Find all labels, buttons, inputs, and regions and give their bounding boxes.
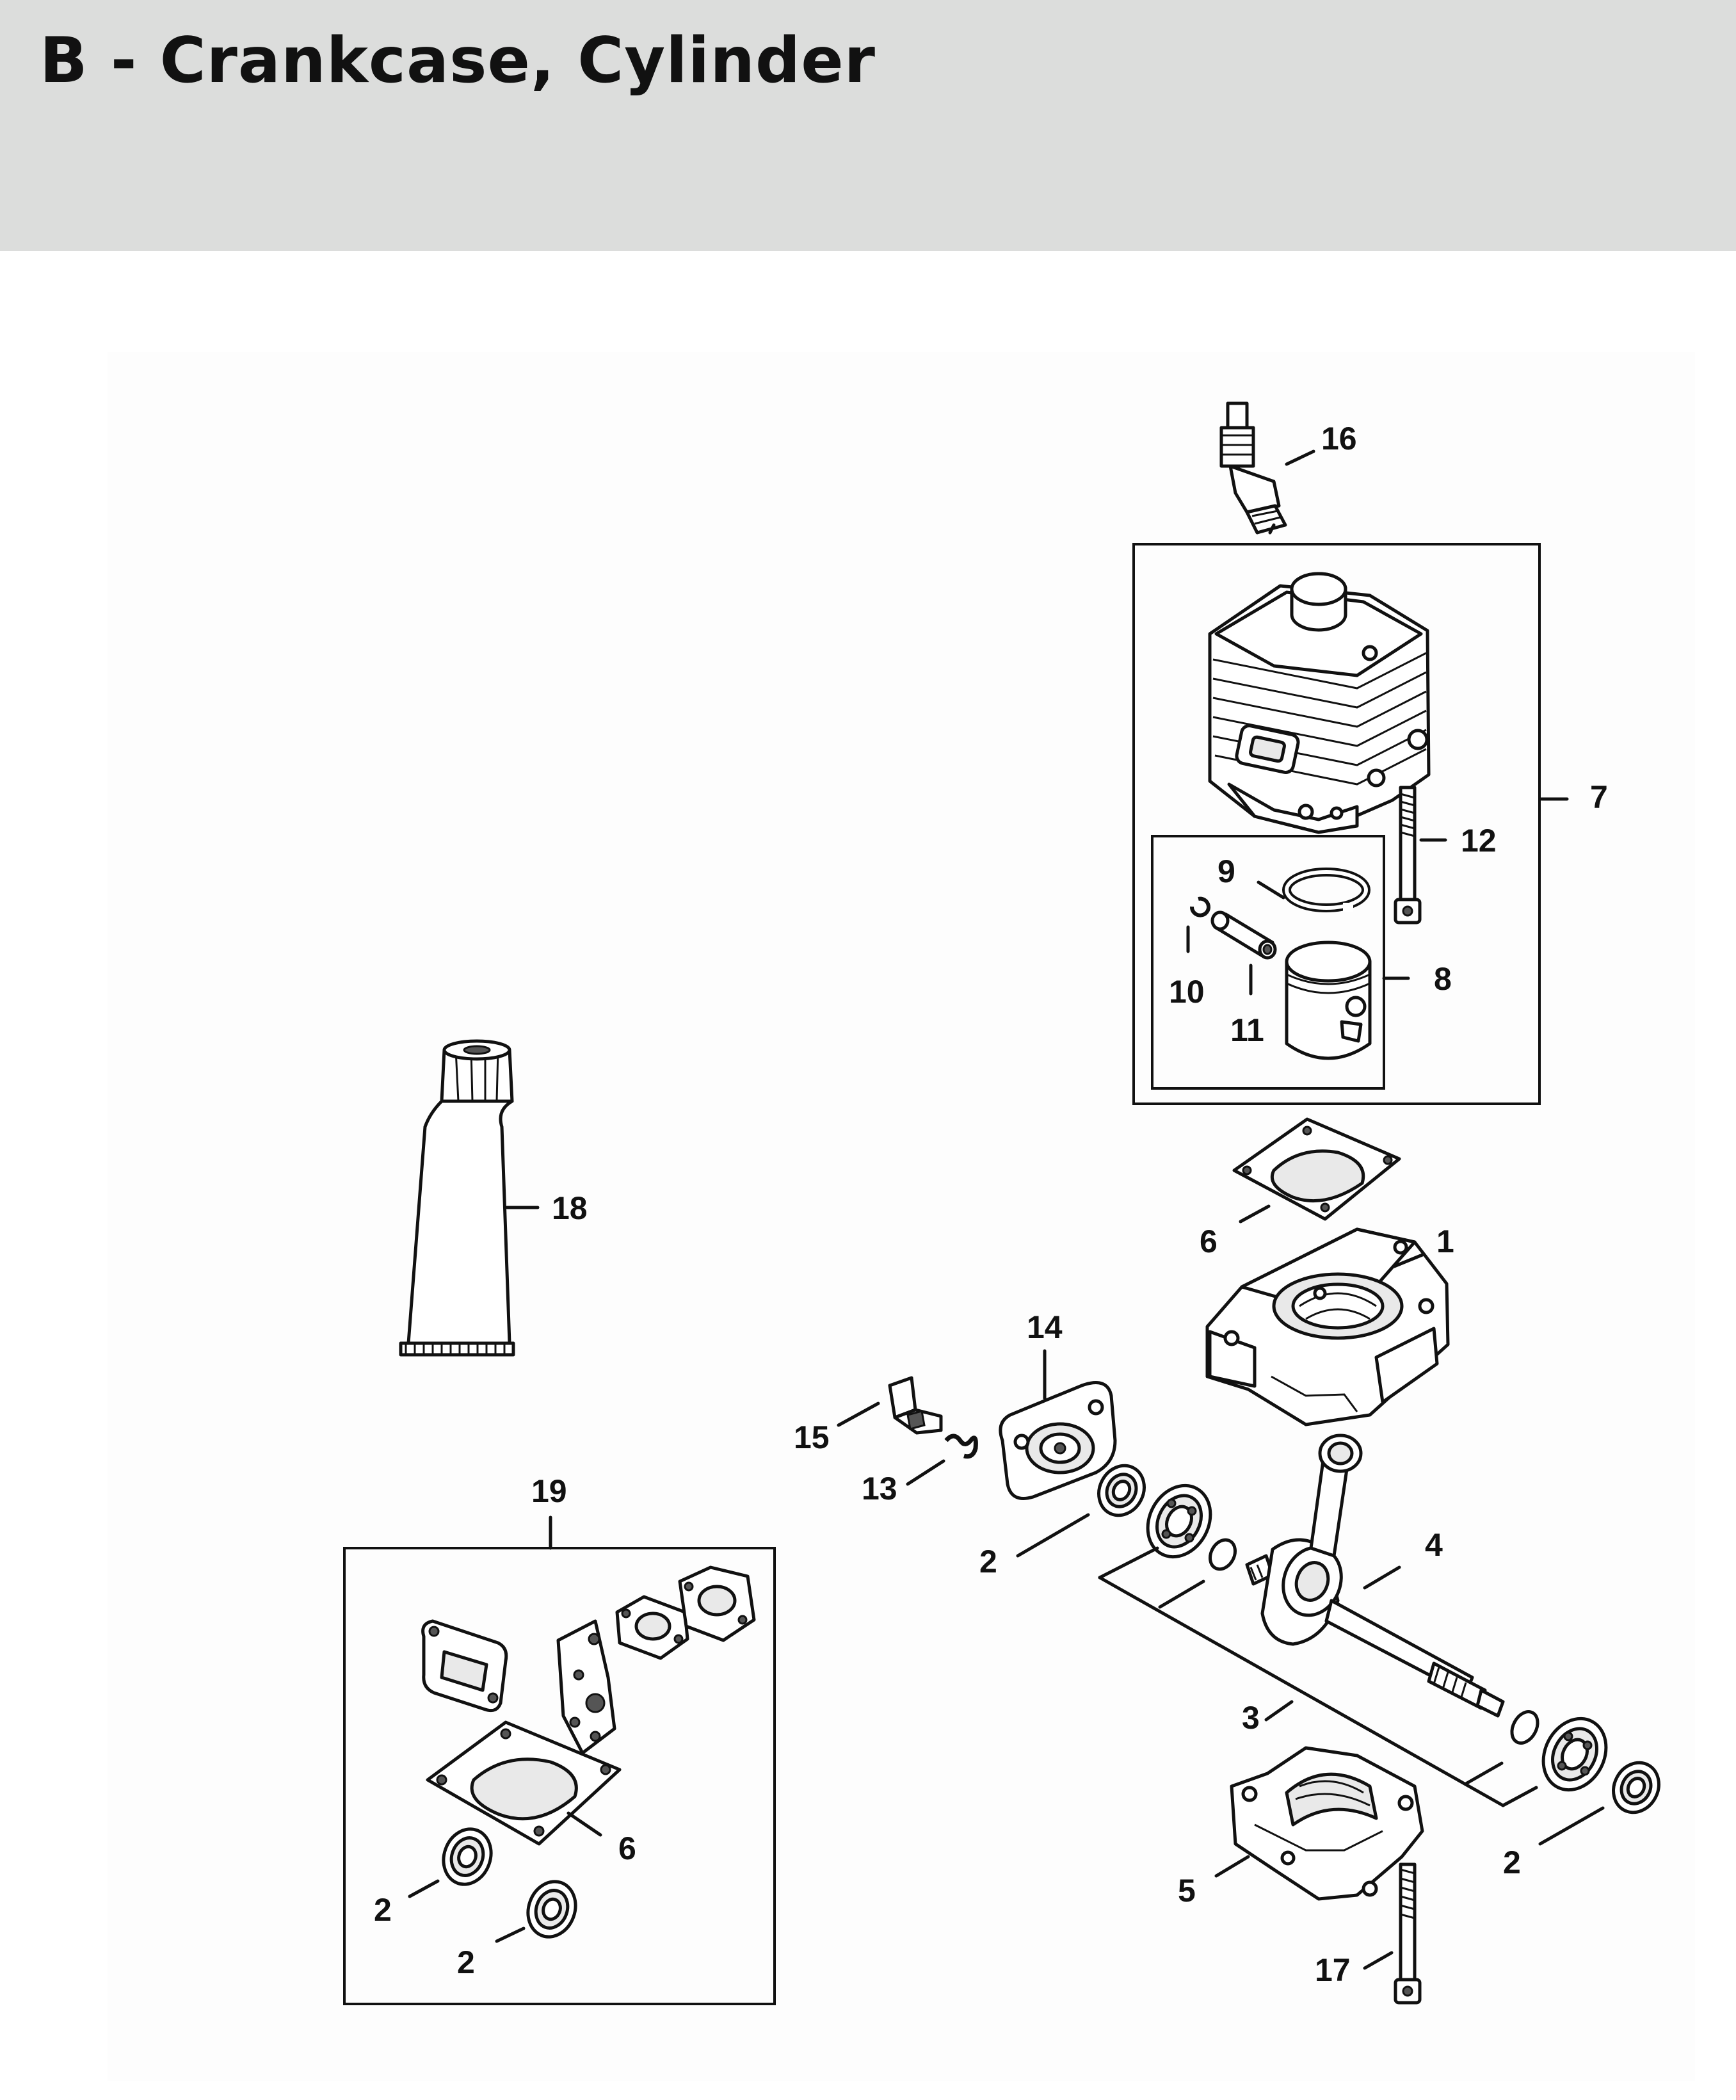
callout-2-set-b: 2: [457, 1944, 475, 1980]
callout-6-set: 6: [618, 1830, 636, 1866]
gasket-set-box: [343, 1547, 776, 2005]
callout-10: 10: [1169, 974, 1205, 1010]
crankshaft-part[interactable]: [1245, 1434, 1505, 1718]
circlip-part[interactable]: [1190, 896, 1210, 917]
oil-seal-set-part-a[interactable]: [436, 1822, 499, 1891]
callout-4: 4: [1425, 1527, 1443, 1563]
intake-flange-part[interactable]: [999, 1381, 1117, 1500]
callout-18: 18: [552, 1190, 588, 1226]
spring-clip-part[interactable]: [944, 1434, 978, 1459]
callout-7: 7: [1590, 779, 1608, 815]
callout-3: 3: [1242, 1700, 1260, 1736]
spark-plug-part[interactable]: [1219, 401, 1287, 535]
washer-part-upper[interactable]: [1205, 1535, 1240, 1573]
callout-14: 14: [1027, 1309, 1063, 1345]
cylinder-gasket-part[interactable]: [1232, 1117, 1401, 1221]
drawing-area: [108, 352, 1695, 2081]
oil-seal-part-lower[interactable]: [1605, 1755, 1668, 1821]
callout-13: 13: [862, 1471, 897, 1506]
page-title: B - Crankcase, Cylinder: [40, 24, 876, 97]
callout-1: 1: [1436, 1224, 1454, 1259]
callout-2-upper: 2: [979, 1544, 997, 1579]
callout-9: 9: [1218, 853, 1235, 889]
cylinder-part[interactable]: [1208, 572, 1431, 834]
callout-2-set-a: 2: [374, 1892, 392, 1928]
callout-2-lower: 2: [1503, 1845, 1521, 1880]
page-header: B - Crankcase, Cylinder: [0, 0, 1736, 251]
callout-17: 17: [1315, 1952, 1351, 1988]
oil-seal-set-part-b[interactable]: [520, 1875, 583, 1943]
piston-assembly-box: [1151, 835, 1385, 1090]
cylinder-screw-part[interactable]: [1394, 786, 1422, 925]
crankcase-part[interactable]: [1205, 1227, 1450, 1426]
piston-pin-part[interactable]: [1210, 910, 1277, 960]
bearing-bracket-lines: [1098, 1546, 1538, 1807]
piston-ring-part[interactable]: [1282, 868, 1370, 912]
callout-16: 16: [1321, 421, 1357, 456]
callout-5: 5: [1178, 1873, 1196, 1909]
callout-12: 12: [1461, 823, 1497, 859]
callout-11: 11: [1230, 1012, 1264, 1048]
callout-6-main: 6: [1200, 1224, 1218, 1259]
callout-15: 15: [794, 1419, 830, 1455]
ball-bearing-part-upper[interactable]: [1136, 1474, 1223, 1568]
ball-bearing-part-lower[interactable]: [1531, 1708, 1618, 1801]
crankcase-half-part[interactable]: [1230, 1746, 1424, 1901]
callout-19: 19: [531, 1473, 567, 1509]
oil-seal-part-upper[interactable]: [1090, 1458, 1153, 1524]
cylinder-assembly-box: [1132, 543, 1541, 1105]
piston-part[interactable]: [1285, 941, 1372, 1060]
crankcase-screw-part[interactable]: [1394, 1862, 1422, 2005]
callout-8: 8: [1434, 961, 1452, 997]
connector-part[interactable]: [888, 1376, 943, 1435]
washer-part-lower[interactable]: [1507, 1708, 1543, 1748]
grease-tube-part[interactable]: [399, 1039, 515, 1357]
